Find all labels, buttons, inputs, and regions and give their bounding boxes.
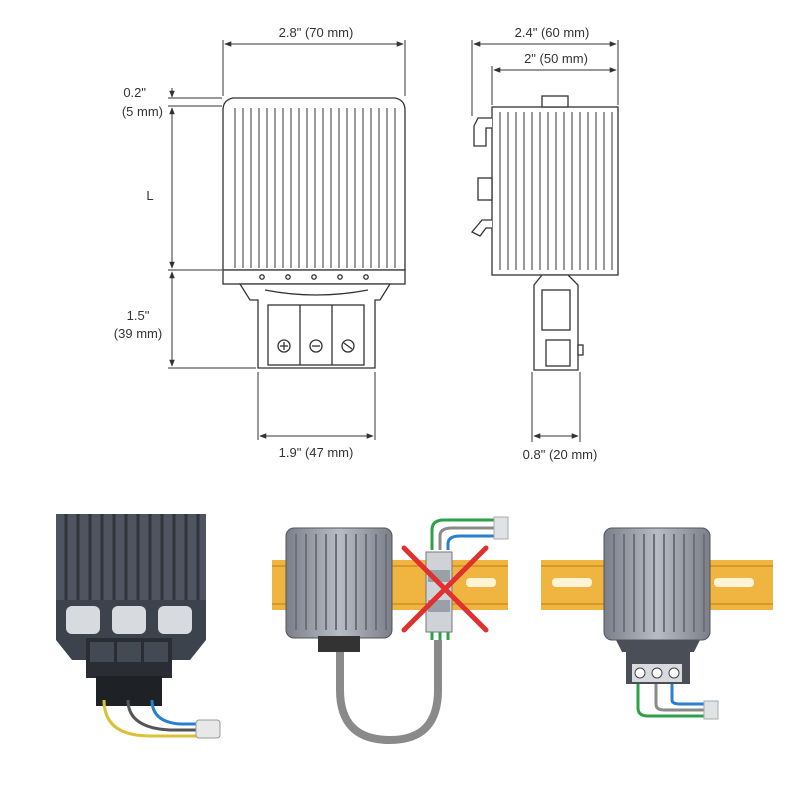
terminal-mm-label: (39 mm)	[114, 326, 162, 341]
side-depth-label: 2.4" (60 mm)	[515, 25, 590, 40]
front-fins	[234, 108, 396, 268]
side-view	[470, 95, 619, 371]
side-terminal-width-label: 0.8" (20 mm)	[523, 447, 598, 462]
length-label: L	[146, 188, 153, 203]
top-width-label: 2.8" (70 mm)	[279, 25, 354, 40]
terminal-width-label: 1.9" (47 mm)	[279, 445, 354, 460]
heater-underside-photo	[56, 514, 221, 739]
front-view	[222, 97, 406, 369]
correct-mounting-illustration	[541, 527, 773, 720]
wrong-mounting-illustration	[272, 516, 509, 745]
offset-in-label: 0.2"	[123, 85, 146, 100]
terminal-in-label: 1.5"	[127, 308, 150, 323]
cross-icon	[401, 545, 489, 633]
side-dimensions	[471, 40, 619, 442]
offset-mm-label: (5 mm)	[122, 104, 163, 119]
side-body-label: 2" (50 mm)	[524, 51, 588, 66]
front-dimensions	[168, 40, 406, 440]
